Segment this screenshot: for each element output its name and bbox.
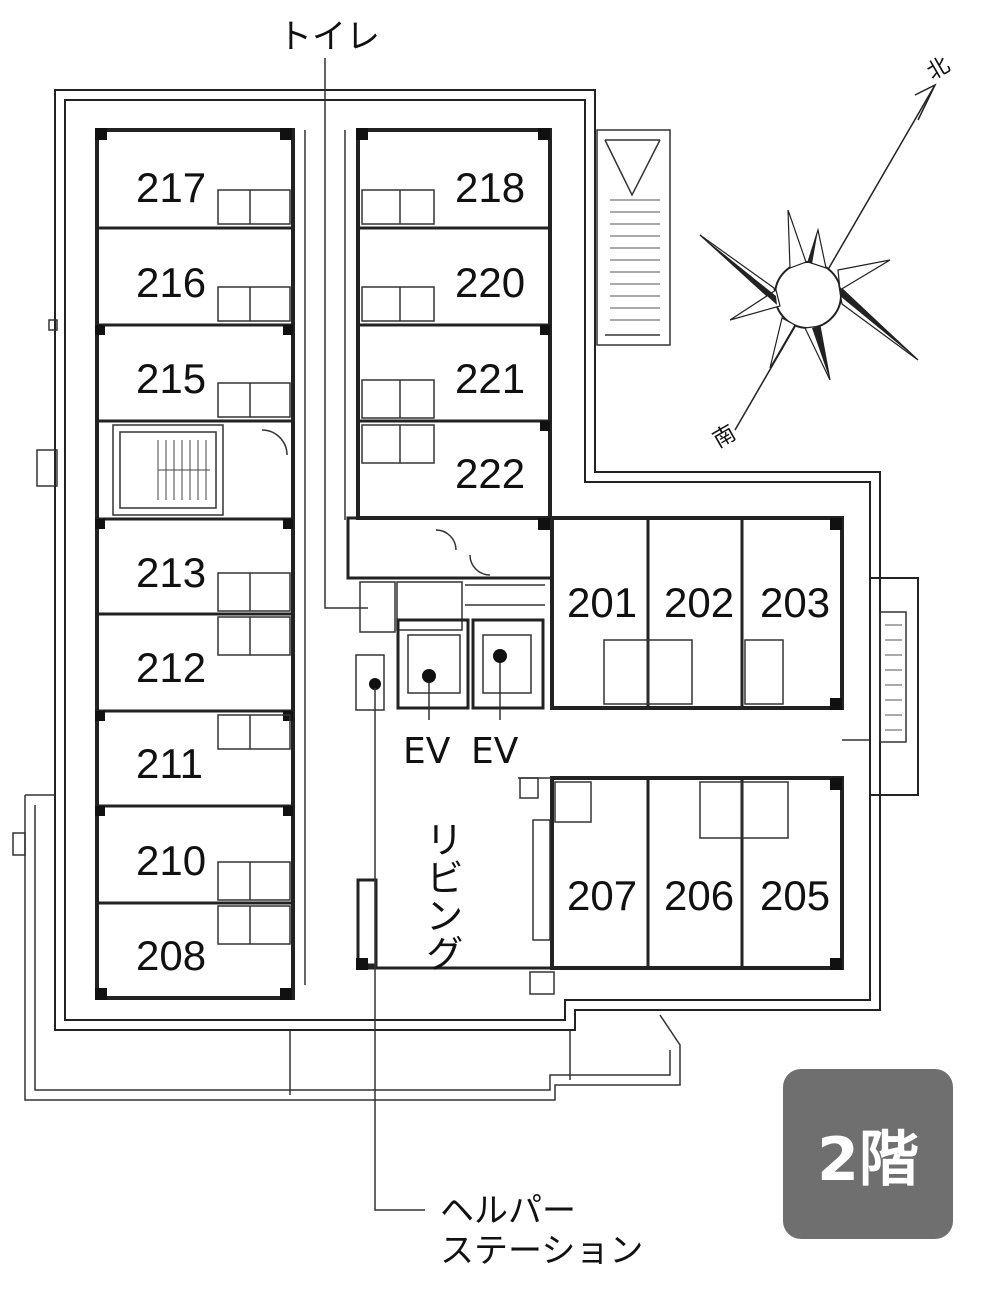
central-core: [346, 516, 555, 995]
elevator-label-2: EV: [471, 731, 519, 772]
elevator-label-1: EV: [403, 731, 451, 772]
room-211: 211: [136, 740, 203, 787]
room-numbers: 217 216 215 213 212 211 210 208 218 220 …: [136, 164, 830, 979]
room-213: 213: [136, 549, 206, 596]
helper-station-pointer: [374, 688, 425, 1211]
elevator-markers: [369, 649, 507, 720]
room-216: 216: [136, 259, 206, 306]
helper-station-label-line1: ヘルパー: [440, 1191, 576, 1231]
floor-badge: 2階: [783, 1069, 953, 1239]
room-201: 201: [567, 579, 637, 626]
room-217: 217: [136, 164, 206, 211]
room-212: 212: [136, 644, 206, 691]
compass-icon: [699, 83, 937, 431]
room-210: 210: [136, 837, 206, 884]
room-202: 202: [664, 579, 734, 626]
interior-stair: [112, 424, 288, 516]
building-outline: [12, 89, 919, 1101]
columns: [95, 128, 842, 1000]
left-room-block: [95, 128, 295, 1000]
helper-station-label-line2: ステーション: [440, 1231, 643, 1271]
living-label: リビング: [419, 820, 463, 972]
toilet-pointer: [324, 58, 368, 609]
room-206: 206: [664, 872, 734, 919]
room-220: 220: [455, 259, 525, 306]
room-215: 215: [136, 355, 206, 402]
toilet-label: トイレ: [278, 17, 380, 57]
bathroom-fixtures: [217, 189, 789, 945]
room-207: 207: [567, 872, 637, 919]
room-218: 218: [455, 164, 525, 211]
room-203: 203: [760, 579, 830, 626]
south-label: 南: [709, 421, 741, 454]
north-label: 北: [923, 53, 955, 86]
room-221: 221: [455, 355, 525, 402]
room-222: 222: [455, 450, 525, 497]
corridor: [304, 130, 346, 985]
room-205: 205: [760, 872, 830, 919]
room-208: 208: [136, 932, 206, 979]
exterior-stair: [610, 199, 902, 731]
